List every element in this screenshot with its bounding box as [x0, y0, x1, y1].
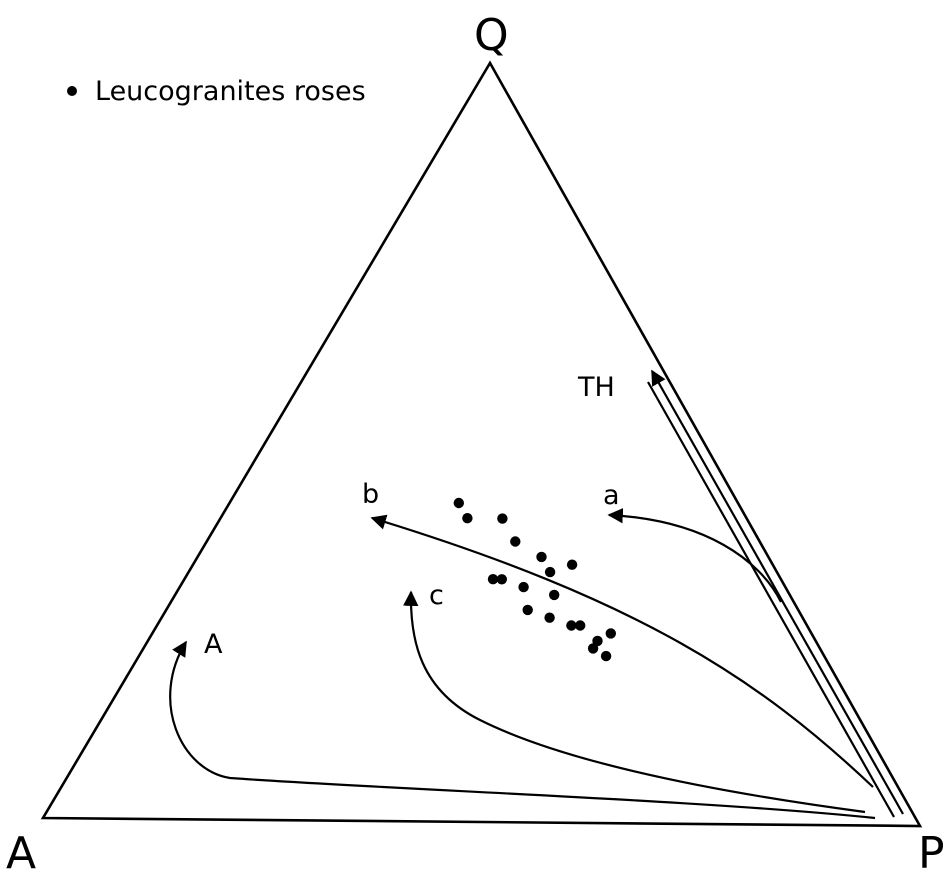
trend-curve-b	[370, 514, 874, 788]
trend-label-a: a	[603, 480, 620, 511]
data-point-5	[536, 551, 547, 563]
data-point-17	[592, 635, 603, 647]
legend-label: Leucogranites roses	[95, 76, 366, 107]
vertex-label-p: P	[918, 828, 943, 873]
data-point-18	[587, 643, 599, 654]
data-point-7	[544, 566, 556, 578]
data-point-15	[575, 620, 586, 631]
trend-label-b: b	[362, 479, 379, 510]
trend-label-th: TH	[577, 372, 615, 403]
trend-curve-c	[403, 590, 866, 814]
trend-curve-a-upper	[169, 640, 876, 820]
data-point-13	[544, 612, 555, 623]
data-point-16	[605, 628, 616, 639]
data-point-10	[518, 581, 529, 593]
data-point-14	[566, 620, 577, 631]
data-points	[453, 497, 616, 662]
data-point-2	[462, 513, 473, 524]
data-point-12	[522, 604, 533, 616]
trend-curve-a	[607, 508, 782, 603]
ternary-triangle	[40, 60, 923, 828]
legend-marker	[67, 86, 77, 96]
vertex-label-q: Q	[474, 10, 509, 61]
data-point-8	[487, 574, 499, 585]
trend-curve-th-secondary	[647, 381, 895, 818]
data-point-4	[510, 536, 521, 547]
data-point-9	[496, 574, 507, 585]
data-point-6	[566, 559, 578, 570]
legend: Leucogranites roses	[67, 76, 366, 107]
trend-curve-th	[651, 369, 904, 815]
data-point-19	[600, 650, 612, 662]
trend-arrows	[169, 369, 904, 820]
data-point-11	[549, 589, 560, 601]
trend-label-a-upper: A	[204, 629, 223, 660]
vertex-label-a: A	[6, 828, 36, 873]
trend-label-c: c	[429, 580, 444, 611]
data-point-1	[453, 497, 464, 509]
data-point-3	[497, 513, 508, 524]
